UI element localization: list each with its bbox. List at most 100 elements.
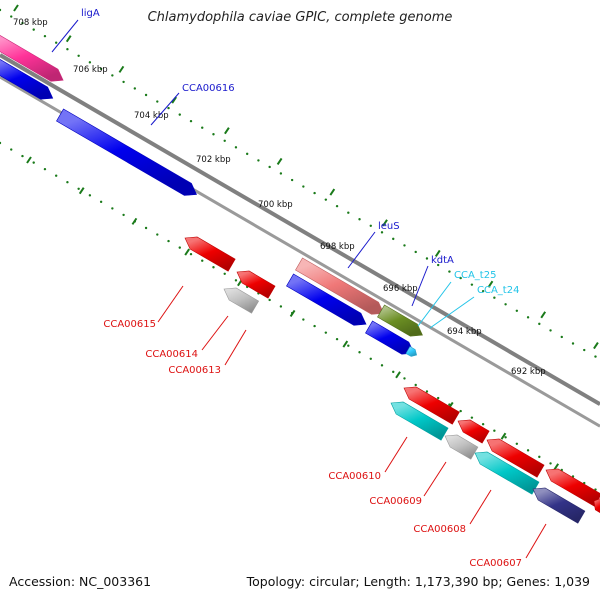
gene-reverse xyxy=(486,438,545,478)
tick-mark xyxy=(279,305,283,308)
gene-reverse xyxy=(457,419,490,444)
gene-CCA00610 xyxy=(390,401,449,441)
scale-label: 698 kbp xyxy=(320,242,355,252)
leader-line xyxy=(423,461,447,497)
feature-label: CCA_t25 xyxy=(454,270,496,281)
tick-mark xyxy=(436,396,440,400)
tick-mark xyxy=(302,185,305,188)
tick-mark xyxy=(111,207,114,210)
tick-mark xyxy=(122,213,125,217)
leader-line xyxy=(384,436,408,473)
tick-mark xyxy=(380,364,384,367)
tick-mark xyxy=(268,298,271,302)
tick-mark xyxy=(224,127,230,135)
tick-mark xyxy=(470,416,474,419)
tick-mark xyxy=(289,309,296,317)
tick-mark xyxy=(144,226,148,230)
tick-mark xyxy=(481,289,485,293)
tick-mark xyxy=(515,309,519,313)
tick-mark xyxy=(156,100,159,103)
scale-label: 696 kbp xyxy=(383,284,418,294)
scale-label: 700 kbp xyxy=(258,200,293,210)
tick-mark xyxy=(594,355,597,358)
tick-mark xyxy=(234,279,238,282)
leader-line xyxy=(157,285,184,323)
gene-leuS xyxy=(295,257,385,315)
tick-mark xyxy=(131,217,138,225)
feature-label: CCA00614 xyxy=(145,349,198,360)
tick-mark xyxy=(10,15,13,18)
tick-mark xyxy=(268,165,271,169)
tick-mark xyxy=(500,432,507,440)
scale-label: 694 kbp xyxy=(447,327,482,337)
gene-CCA00616 xyxy=(56,108,198,196)
tick-mark xyxy=(324,198,328,201)
tick-mark xyxy=(313,324,316,328)
tick-mark xyxy=(436,263,440,267)
tick-mark xyxy=(77,187,80,190)
tick-mark xyxy=(66,181,69,184)
tick-mark xyxy=(171,96,177,104)
tick-mark xyxy=(167,239,170,243)
tick-mark xyxy=(425,257,429,260)
tick-mark xyxy=(459,276,462,280)
gene-forward xyxy=(286,273,367,326)
scale-label: 708 kbp xyxy=(13,18,48,28)
leader-line xyxy=(469,489,492,525)
tick-mark xyxy=(189,252,193,256)
tick-mark xyxy=(392,237,395,241)
tick-mark xyxy=(66,48,69,51)
tick-mark xyxy=(493,296,496,299)
tick-mark xyxy=(189,119,193,123)
tick-mark xyxy=(487,280,494,288)
tick-mark xyxy=(156,233,159,236)
tick-mark xyxy=(54,41,58,44)
tick-mark xyxy=(526,449,530,452)
tick-mark xyxy=(593,341,599,350)
tick-mark xyxy=(504,436,507,439)
gene-ligA xyxy=(0,35,64,82)
tick-mark xyxy=(43,34,47,38)
feature-label: CCA00616 xyxy=(182,83,235,94)
scale-label: 706 kbp xyxy=(73,65,108,75)
tick-mark xyxy=(77,54,80,57)
tick-mark xyxy=(276,157,283,165)
tick-mark xyxy=(43,167,47,171)
feature-label: leuS xyxy=(378,221,400,232)
tick-mark xyxy=(178,246,181,249)
tick-mark xyxy=(201,259,204,262)
gene-kdtA xyxy=(377,304,423,337)
leader-line xyxy=(201,315,229,351)
leader-line xyxy=(347,231,376,269)
tick-mark xyxy=(234,146,238,149)
tick-mark xyxy=(0,141,2,145)
tick-mark xyxy=(358,351,361,354)
tick-mark xyxy=(10,148,13,151)
tick-mark xyxy=(583,348,586,352)
tick-mark xyxy=(144,93,148,97)
tick-mark xyxy=(335,204,339,208)
tick-mark xyxy=(21,21,24,25)
tick-mark xyxy=(99,67,103,71)
tick-mark xyxy=(448,270,451,273)
tick-mark xyxy=(369,357,372,360)
tick-mark xyxy=(526,316,530,319)
feature-label: CCA00615 xyxy=(103,319,156,330)
topology-text: Topology: circular; Length: 1,173,390 bp… xyxy=(246,574,590,589)
tick-mark xyxy=(493,429,496,432)
tick-mark xyxy=(425,390,429,393)
tick-mark xyxy=(88,61,92,64)
tick-mark xyxy=(403,377,406,380)
leader-line xyxy=(224,329,247,366)
scale-label: 702 kbp xyxy=(196,155,231,165)
tick-mark xyxy=(538,322,541,326)
tick-mark xyxy=(167,106,170,110)
gene-CCA00613 xyxy=(223,287,260,314)
tick-mark xyxy=(212,266,215,269)
tick-mark xyxy=(403,244,406,247)
tick-mark xyxy=(184,248,190,256)
feature-label: CCA00608 xyxy=(413,524,466,535)
tick-mark xyxy=(414,250,417,254)
